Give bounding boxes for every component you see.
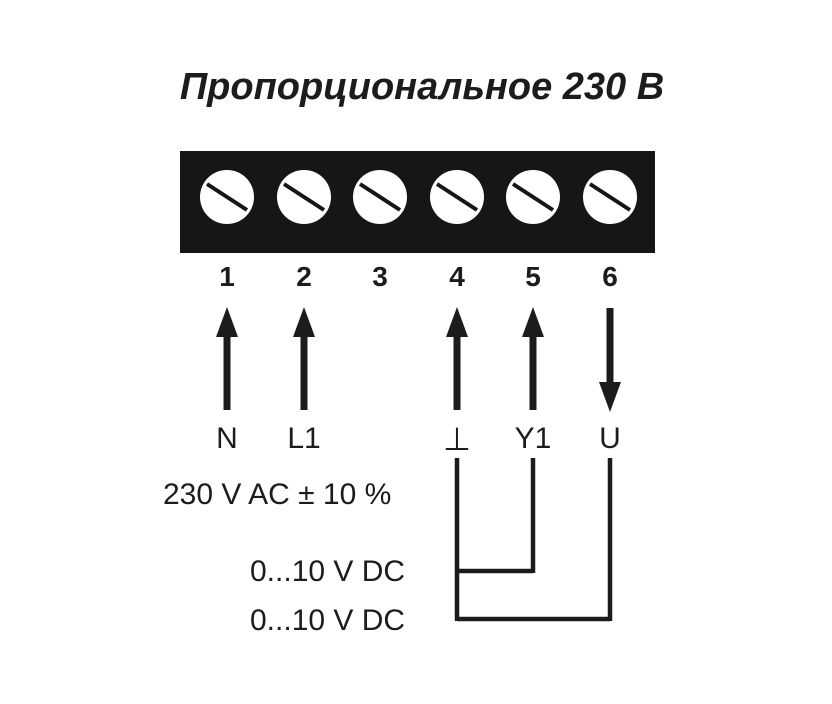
pin-label-y1: Y1 [515,422,552,455]
pin-labels: N L1 ⊥ Y1 U [216,420,621,458]
screw-terminal-5 [506,170,560,224]
screw-slot [435,182,479,212]
pin-label-l1: L1 [287,422,320,455]
pin-label-u: U [599,422,621,455]
screw-terminal-3 [353,170,407,224]
terminal-number-2: 2 [296,261,312,292]
terminal-number-3: 3 [372,261,388,292]
terminal-number-5: 5 [525,261,541,292]
terminal-number-4: 4 [449,261,465,292]
diagram-title: Пропорциональное 230 В [180,66,664,108]
arrow-up-terminal-4 [446,307,468,410]
screw-slot [588,182,632,212]
screw-slot [511,182,555,212]
terminal-block-body [180,151,655,253]
screw-terminal-2 [277,170,331,224]
arrow-up-terminal-1 [216,307,238,410]
screw-slot [282,182,326,212]
signal-wires [454,458,613,622]
screw-terminal-6 [583,170,637,224]
terminal-block [180,151,655,253]
ground-symbol: ⊥ [443,420,471,458]
arrow-down-terminal-6 [599,308,621,412]
screw-terminal-1 [200,170,254,224]
arrow-up-terminal-2 [293,307,315,410]
screw-slot [205,182,249,212]
signal-feedback-label: 0...10 V DC [250,604,405,637]
power-supply-label: 230 V AC ± 10 % [163,478,391,511]
terminal-number-6: 6 [602,261,618,292]
signal-input-label: 0...10 V DC [250,555,405,588]
pin-label-n: N [216,422,238,455]
terminal-numbers: 1 2 3 4 5 6 [219,261,618,292]
screw-slot [358,182,402,212]
terminal-number-1: 1 [219,261,235,292]
arrow-up-terminal-5 [522,307,544,410]
screw-terminal-4 [430,170,484,224]
signal-direction-arrows [216,307,621,412]
